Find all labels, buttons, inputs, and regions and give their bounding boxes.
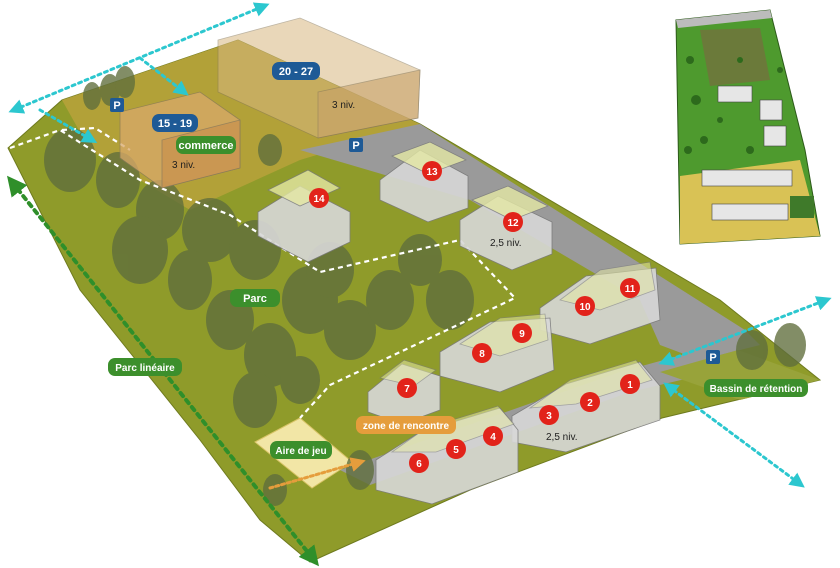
label-building-15-19-text: 15 - 19 [158,118,192,130]
label-levels-house-12: 2,5 niv. [490,238,522,249]
label-aire-de-jeu-text: Aire de jeu [275,446,326,457]
house-marker-7-label: 7 [404,384,410,395]
house-marker-2: 2 [580,392,600,412]
footpath-north [9,128,517,419]
label-commerce: commerce [176,136,236,154]
building-20-27-front [317,69,421,139]
house-marker-12: 12 [503,212,523,232]
arrow-east-lower [663,382,805,488]
arrow-north-left [38,108,98,143]
inset-map-building-a [717,85,753,103]
parking-sign-west-label: P [113,100,120,112]
house-marker-8-label: 8 [479,349,485,360]
label-zone-rencontre: zone de rencontre [356,416,456,434]
label-parc: Parc [230,289,280,307]
house-marker-3-label: 3 [546,411,552,422]
house-marker-11-label: 11 [625,284,636,295]
house-marker-13: 13 [422,161,442,181]
arrow-play-link [268,457,366,490]
house-marker-4: 4 [483,426,503,446]
house-marker-10-label: 10 [579,302,591,313]
house-marker-5: 5 [446,439,466,459]
house-marker-1: 1 [620,374,640,394]
house-marker-6-label: 6 [416,459,422,470]
inset-map-commerce-zone [700,28,770,86]
label-zone-rencontre-text: zone de rencontre [363,421,450,432]
house-13-roof [390,141,468,175]
house-marker-2-label: 2 [587,398,593,409]
house-marker-14: 14 [309,188,329,208]
inset-site-map [664,0,840,250]
inset-map-building-b [759,99,783,121]
label-commerce-text: commerce [178,140,233,152]
house-marker-8: 8 [472,343,492,363]
arrow-north-diag [138,56,189,96]
label-building-20-27-text: 20 - 27 [279,66,313,78]
house-marker-5-label: 5 [453,445,459,456]
inset-map-building-e [711,203,789,221]
label-parc-lineaire: Parc linéaire [108,358,182,376]
inset-map-roads [676,10,772,28]
label-levels-15-19: 3 niv. [172,160,195,171]
parking-sign-west: P [110,98,124,112]
arrow-east-upper [658,296,832,366]
house-marker-14-label: 14 [313,194,325,205]
house-marker-13-label: 13 [426,167,438,178]
house-markers: 1 2 3 4 5 6 7 8 9 10 11 12 13 14 [309,161,640,473]
parking-sign-east: P [706,350,720,364]
label-building-15-19: 15 - 19 [152,114,198,132]
house-marker-7: 7 [397,378,417,398]
house-1-3-roof [528,359,653,409]
label-bassin-text: Bassin de rétention [710,384,803,395]
house-marker-11: 11 [620,278,640,298]
house-marker-6: 6 [409,453,429,473]
label-building-20-27: 20 - 27 [272,62,320,80]
house-marker-4-label: 4 [490,432,496,443]
house-12-roof [471,185,549,221]
inset-map-pond [790,196,814,218]
house-marker-9-label: 9 [519,329,525,340]
parking-sign-center-label: P [352,140,359,152]
parking-sign-center: P [349,138,363,152]
label-bassin: Bassin de rétention [704,379,808,397]
house-marker-9: 9 [512,323,532,343]
house-marker-3: 3 [539,405,559,425]
parking-sign-east-label: P [709,352,716,364]
inset-map-building-c [763,125,787,147]
inset-map-building-d [701,169,793,187]
label-parc-text: Parc [243,293,267,305]
house-marker-10: 10 [575,296,595,316]
inset-map-trees [684,56,783,154]
house-marker-1-label: 1 [627,380,633,391]
label-aire-de-jeu: Aire de jeu [270,441,332,459]
label-levels-20-27: 3 niv. [332,100,355,111]
label-parc-lineaire-text: Parc linéaire [115,363,175,374]
label-levels-house-1-3: 2,5 niv. [546,432,578,443]
house-marker-12-label: 12 [507,218,519,229]
